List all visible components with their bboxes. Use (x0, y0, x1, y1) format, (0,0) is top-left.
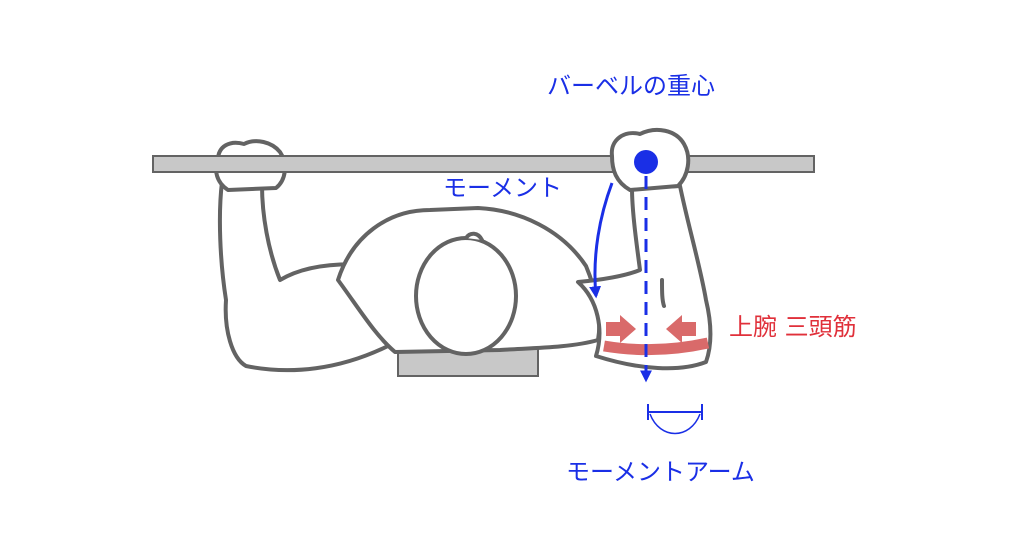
center-of-mass-label: バーベルの重心 (547, 72, 715, 100)
moment-arm-label: モーメントアーム (566, 458, 755, 486)
moment-arm-bracket (647, 404, 703, 435)
head-crown (464, 231, 484, 242)
head (414, 236, 518, 356)
triceps-label: 上腕 三頭筋 (729, 313, 857, 341)
muscle-arrow-left (606, 315, 636, 343)
barbell (152, 155, 815, 173)
triceps-muscle-band (603, 337, 710, 356)
muscle-arrow-right (666, 315, 696, 343)
right-arm-crease (660, 278, 666, 308)
left-arm (217, 180, 392, 373)
moment-arrow (589, 182, 614, 299)
center-of-mass-dot (634, 150, 658, 174)
moment-label: モーメント (443, 174, 563, 202)
